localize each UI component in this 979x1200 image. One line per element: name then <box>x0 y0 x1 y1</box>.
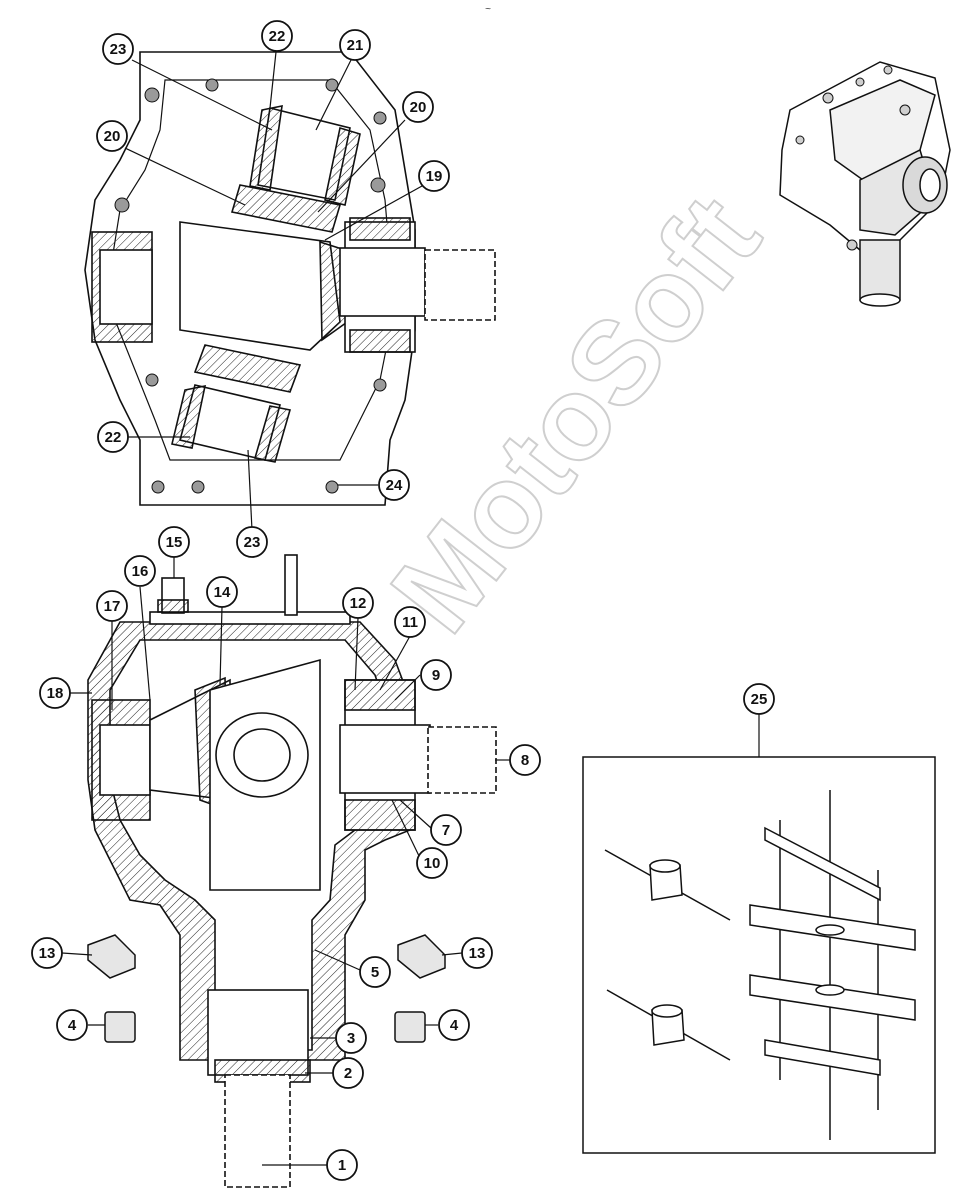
svg-text:2: 2 <box>344 1065 352 1082</box>
callout-19: 19 <box>418 160 450 192</box>
bottom-output-shaft <box>427 726 497 794</box>
callout-10: 10 <box>416 847 448 879</box>
callout-4b: 4 <box>438 1009 470 1041</box>
callouts: 23 22 21 20 20 19 22 24 23 15 16 14 17 1… <box>31 20 775 1181</box>
svg-text:5: 5 <box>371 964 379 981</box>
callout-21: 21 <box>339 29 371 61</box>
header-mark: ~ <box>485 4 491 15</box>
svg-text:18: 18 <box>47 685 64 702</box>
plate-fixture <box>749 790 916 1140</box>
callout-7: 7 <box>430 814 462 846</box>
callout-23b: 23 <box>236 526 268 558</box>
svg-text:3: 3 <box>347 1030 355 1047</box>
svg-text:12: 12 <box>350 595 367 612</box>
svg-text:19: 19 <box>426 168 443 185</box>
callout-8: 8 <box>509 744 541 776</box>
svg-text:21: 21 <box>347 37 364 54</box>
callout-22a: 22 <box>261 20 293 52</box>
callout-2: 2 <box>332 1057 364 1089</box>
callout-4a: 4 <box>56 1009 88 1041</box>
callout-18: 18 <box>39 677 71 709</box>
callout-5: 5 <box>359 956 391 988</box>
vertical-output-shaft <box>224 1074 291 1188</box>
svg-text:20: 20 <box>410 99 427 116</box>
svg-text:13: 13 <box>469 945 486 962</box>
callout-20a: 20 <box>96 120 128 152</box>
svg-text:1: 1 <box>338 1157 346 1174</box>
tool-kit-frame <box>582 756 936 1154</box>
callout-13a: 13 <box>31 937 63 969</box>
socket-tool-upper <box>604 849 731 921</box>
svg-text:16: 16 <box>132 563 149 580</box>
svg-text:23: 23 <box>110 41 127 58</box>
callout-11: 11 <box>394 606 426 638</box>
svg-text:23: 23 <box>244 534 261 551</box>
loose-parts <box>87 934 446 1043</box>
leader-lines <box>61 51 760 1166</box>
svg-text:9: 9 <box>432 667 440 684</box>
callout-16: 16 <box>124 555 156 587</box>
callout-13b: 13 <box>461 937 493 969</box>
socket-tool-lower <box>606 989 731 1061</box>
svg-text:11: 11 <box>402 614 418 631</box>
callout-14: 14 <box>206 576 238 608</box>
watermark: MotoSoft <box>366 172 785 656</box>
callout-22b: 22 <box>97 421 129 453</box>
callout-15: 15 <box>158 526 190 558</box>
top-bevel-gear <box>179 221 341 351</box>
svg-text:15: 15 <box>166 534 183 551</box>
svg-text:17: 17 <box>104 598 121 615</box>
callout-3: 3 <box>335 1022 367 1054</box>
bushing-left <box>104 1011 136 1043</box>
top-mounting-holes <box>114 78 387 494</box>
callout-23a: 23 <box>102 33 134 65</box>
svg-text:20: 20 <box>104 128 121 145</box>
svg-text:10: 10 <box>424 855 441 872</box>
svg-text:4: 4 <box>450 1017 459 1034</box>
svg-text:8: 8 <box>521 752 529 769</box>
bushing-right <box>394 1011 426 1043</box>
svg-text:13: 13 <box>39 945 56 962</box>
callout-24: 24 <box>378 469 410 501</box>
plug-right <box>397 934 446 979</box>
top-output-shaft <box>424 249 496 321</box>
tool-kit-box <box>582 756 936 1154</box>
svg-text:14: 14 <box>214 584 231 601</box>
callout-12: 12 <box>342 587 374 619</box>
svg-text:24: 24 <box>386 477 403 494</box>
svg-text:4: 4 <box>68 1017 77 1034</box>
bottom-section-view <box>87 554 497 1188</box>
svg-text:22: 22 <box>269 28 286 45</box>
callout-17: 17 <box>96 590 128 622</box>
callout-1: 1 <box>326 1149 358 1181</box>
callout-25: 25 <box>743 683 775 715</box>
svg-text:7: 7 <box>442 822 450 839</box>
plug-left <box>87 934 136 979</box>
gearbox-3d-view <box>779 61 951 307</box>
svg-text:25: 25 <box>751 691 768 708</box>
callout-9: 9 <box>420 659 452 691</box>
svg-text:22: 22 <box>105 429 122 446</box>
top-section-view <box>84 51 496 506</box>
callout-20b: 20 <box>402 91 434 123</box>
